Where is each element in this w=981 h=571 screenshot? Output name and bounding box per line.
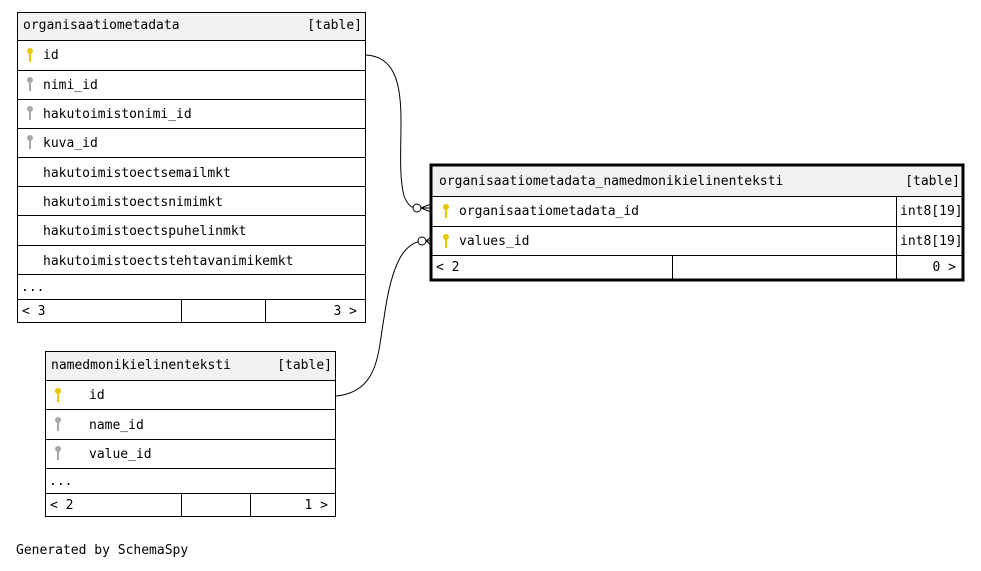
table-header bbox=[46, 352, 335, 380]
column-row[interactable]: id bbox=[45, 388, 336, 410]
table-type-label: [table] bbox=[277, 358, 332, 373]
table-header bbox=[18, 13, 365, 40]
table-namedmonikielinenteksti[interactable]: namedmonikielinenteksti [table] id name_… bbox=[45, 351, 336, 517]
children-count[interactable]: 3 > bbox=[334, 304, 358, 319]
column-row[interactable]: hakutoimistoectsnimimkt bbox=[17, 195, 366, 216]
column-type: int8[19] bbox=[900, 204, 963, 219]
column-name: hakutoimistonimi_id bbox=[43, 107, 192, 122]
column-name: value_id bbox=[89, 447, 152, 462]
parents-count[interactable]: < 2 bbox=[436, 260, 459, 275]
column-row[interactable]: values_id int8[19] bbox=[431, 226, 963, 256]
primary-key-icon bbox=[27, 48, 33, 62]
column-name: hakutoimistoectspuhelinmkt bbox=[43, 224, 247, 239]
column-row[interactable]: name_id bbox=[45, 417, 336, 440]
relationship-crowfoot bbox=[420, 203, 432, 213]
column-name: organisaatiometadata_id bbox=[459, 204, 639, 219]
primary-key-icon bbox=[55, 388, 61, 402]
column-name: kuva_id bbox=[43, 136, 98, 151]
table-frame bbox=[17, 12, 366, 323]
foreign-key-icon bbox=[27, 135, 33, 149]
primary-key-icon bbox=[443, 234, 449, 248]
column-row[interactable]: nimi_id bbox=[17, 77, 366, 100]
column-row[interactable]: value_id bbox=[45, 446, 336, 469]
column-row[interactable]: kuva_id bbox=[17, 135, 366, 158]
column-row[interactable]: hakutoimistoectsemailmkt bbox=[17, 166, 366, 187]
column-name: values_id bbox=[459, 234, 529, 249]
column-row[interactable]: hakutoimistoectspuhelinmkt bbox=[17, 224, 366, 246]
foreign-key-icon bbox=[55, 417, 61, 431]
table-organisaatiometadata-namedmonikielinenteksti[interactable]: organisaatiometadata_namedmonikielinente… bbox=[429, 163, 965, 282]
column-name: hakutoimistoectstehtavanimikemkt bbox=[43, 254, 293, 269]
relationship-end-circle bbox=[417, 236, 427, 246]
children-count[interactable]: 0 > bbox=[933, 260, 957, 275]
column-row[interactable]: organisaatiometadata_id int8[19] bbox=[431, 196, 963, 227]
column-type: int8[19] bbox=[900, 234, 963, 249]
table-type-label: [table] bbox=[905, 174, 960, 189]
primary-key-icon bbox=[443, 204, 449, 218]
foreign-key-icon bbox=[55, 446, 61, 460]
column-name: hakutoimistoectsnimimkt bbox=[43, 195, 223, 210]
column-name: nimi_id bbox=[43, 78, 98, 93]
relationship-namedmonikielinenteksti-id bbox=[335, 240, 422, 397]
more-columns-ellipsis[interactable]: ... bbox=[49, 474, 72, 489]
foreign-key-icon bbox=[27, 106, 33, 120]
table-title[interactable]: organisaatiometadata bbox=[23, 18, 180, 33]
parents-count[interactable]: < 2 bbox=[50, 498, 73, 513]
table-type-label: [table] bbox=[307, 18, 362, 33]
column-name: name_id bbox=[89, 418, 144, 433]
generated-by-credit: Generated by SchemaSpy bbox=[16, 543, 189, 558]
column-name: id bbox=[43, 48, 59, 63]
column-name: hakutoimistoectsemailmkt bbox=[43, 166, 231, 181]
column-row[interactable]: hakutoimistonimi_id bbox=[17, 106, 366, 129]
relationship-end-circle bbox=[412, 203, 422, 213]
table-title[interactable]: namedmonikielinenteksti bbox=[51, 358, 231, 373]
foreign-key-icon bbox=[27, 77, 33, 91]
table-title[interactable]: organisaatiometadata_namedmonikielinente… bbox=[439, 174, 783, 189]
more-columns-ellipsis[interactable]: ... bbox=[21, 280, 44, 295]
parents-count[interactable]: < 3 bbox=[22, 304, 45, 319]
column-row[interactable]: id bbox=[17, 48, 366, 71]
column-name: id bbox=[89, 388, 105, 403]
table-organisaatiometadata[interactable]: organisaatiometadata [table] id nimi_id … bbox=[17, 12, 366, 323]
column-row[interactable]: hakutoimistoectstehtavanimikemkt bbox=[17, 254, 366, 275]
relationship-organisaatiometadata-id bbox=[365, 54, 418, 209]
table-header bbox=[432, 166, 962, 196]
children-count[interactable]: 1 > bbox=[305, 498, 329, 513]
